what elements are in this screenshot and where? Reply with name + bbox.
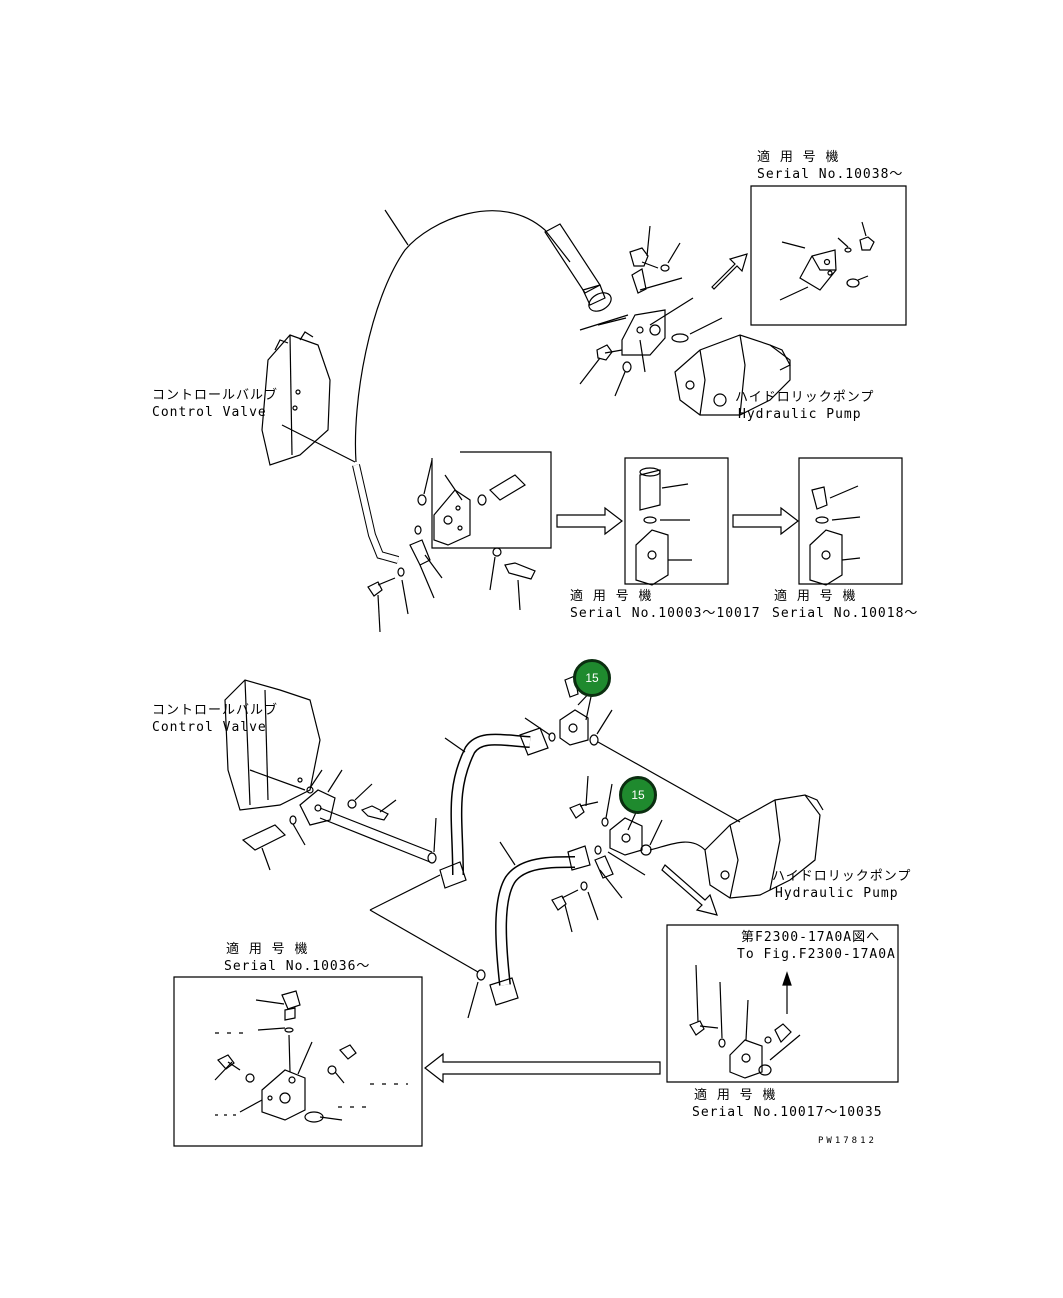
- control-valve-label-en-1: Control Valve: [152, 405, 267, 420]
- pump-port-block-top: [597, 248, 688, 372]
- inset-box-serial-10036: [174, 977, 422, 1146]
- control-valve-label-jp-1: コントロールバルブ: [152, 388, 279, 403]
- control-valve-top: [262, 332, 355, 465]
- hydraulic-pump-label-en-2: Hydraulic Pump: [775, 886, 899, 901]
- fig-ref-label-jp: 第F2300-17A0A図へ: [741, 930, 881, 945]
- block-box-mid: [432, 452, 551, 548]
- part-callout-15-lower[interactable]: 15: [619, 776, 657, 814]
- fig-ref-arrow: [783, 973, 791, 1014]
- arrow-to-serial-10036: [425, 1054, 660, 1082]
- fittings-mid-left: [368, 460, 442, 632]
- serial-label-top: Serial No.10038～: [757, 167, 904, 182]
- fig-ref-label-en: To Fig.F2300-17A0A: [737, 947, 896, 962]
- serial-label-top-jp: 適 用 号 機: [757, 150, 840, 165]
- serial-label-mid1: Serial No.10003～10017: [570, 606, 761, 621]
- control-valve-bottom: [225, 680, 320, 810]
- serial-label-left-jp: 適 用 号 機: [226, 942, 309, 957]
- arrow-to-inset-10038: [712, 254, 747, 289]
- serial-label-mid2-jp: 適 用 号 機: [774, 589, 857, 604]
- hydraulic-pump-label-jp-2: ハイドロリックポンプ: [772, 869, 912, 884]
- inset-block-10038: [780, 222, 874, 300]
- serial-label-left: Serial No.10036～: [224, 959, 371, 974]
- control-valve-label-en-2: Control Valve: [152, 720, 267, 735]
- part-callout-15-upper[interactable]: 15: [573, 659, 611, 697]
- control-valve-label-jp-2: コントロールバルブ: [152, 703, 279, 718]
- hydraulic-pump-bottom: [650, 795, 823, 898]
- arrow-to-serial-10003: [557, 508, 622, 534]
- inset-box-serial-10017: [667, 925, 898, 1082]
- arrow-to-serial-10018: [733, 508, 798, 534]
- inset-box-serial-10038: [751, 186, 906, 325]
- hose-top: [355, 211, 570, 462]
- serial-label-right: Serial No.10017～10035: [692, 1105, 883, 1120]
- serial-label-right-jp: 適 用 号 機: [694, 1088, 777, 1103]
- inset-box-serial-10003: [625, 458, 728, 584]
- fittings-bottom-left: [243, 770, 436, 870]
- inset-parts-10017: [690, 965, 800, 1078]
- serial-label-mid2: Serial No.10018～: [772, 606, 919, 621]
- inset-parts-10036: [215, 991, 408, 1122]
- inset-parts-10018: [810, 486, 860, 585]
- hose-bottom-2-ends: [370, 776, 662, 1018]
- block-mid: [434, 475, 535, 610]
- inset-parts-10003: [636, 468, 692, 585]
- drawing-code: PW17812: [818, 1136, 877, 1146]
- leader-lines-top: [580, 226, 722, 396]
- serial-label-mid1-jp: 適 用 号 機: [570, 589, 653, 604]
- hose-bottom-1-ends: [370, 676, 740, 910]
- hydraulic-pump-label-jp-1: ハイドロリックポンプ: [735, 390, 875, 405]
- arrow-to-inset-10017: [662, 865, 717, 915]
- hose-fitting-top: [545, 224, 614, 315]
- hydraulic-pump-label-en-1: Hydraulic Pump: [738, 407, 862, 422]
- hydraulic-pump-top: [640, 335, 790, 415]
- inset-box-serial-10018: [799, 458, 902, 584]
